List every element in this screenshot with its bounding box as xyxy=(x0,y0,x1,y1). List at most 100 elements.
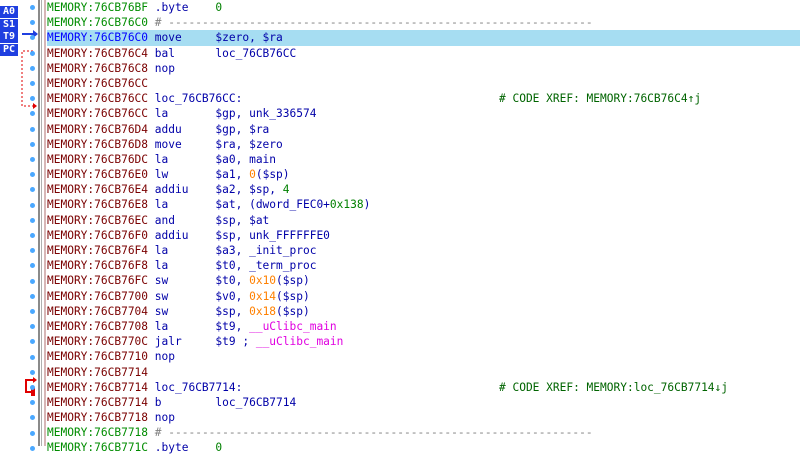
mnemonic: nop xyxy=(148,411,216,425)
operand: $t0, _term_proc xyxy=(215,259,317,273)
breakpoint-dot[interactable] xyxy=(30,96,35,102)
listing-row[interactable]: MEMORY:76CB76D8 move $ra, $zero xyxy=(47,137,800,152)
listing-row[interactable]: MEMORY:76CB76DC la $a0, main xyxy=(47,152,800,167)
listing-row[interactable]: MEMORY:76CB76EC and $sp, $at xyxy=(47,213,800,228)
mnemonic: la xyxy=(148,319,216,333)
breakpoint-dot[interactable] xyxy=(30,248,35,254)
address-label: MEMORY:76CB76C0 xyxy=(47,16,149,30)
listing-row[interactable]: MEMORY:76CB76E4 addiu $a2, $sp, 4 xyxy=(47,182,800,197)
address-label: MEMORY:76CB7704 xyxy=(47,304,149,318)
listing-row[interactable]: MEMORY:76CB7700 sw $v0, 0x14($sp) xyxy=(47,289,800,304)
breakpoint-dot[interactable] xyxy=(30,217,35,223)
breakpoint-dot[interactable] xyxy=(30,415,35,421)
address-label: MEMORY:76CB7700 xyxy=(47,289,149,303)
operand: $gp, unk_336574 xyxy=(215,107,317,121)
listing-row[interactable]: MEMORY:76CB770C jalr $t9 ; __uClibc_main xyxy=(47,334,800,349)
operand: $at, (dword_FEC0+ xyxy=(215,198,330,212)
listing-row[interactable]: MEMORY:76CB76E0 lw $a1, 0($sp) xyxy=(47,167,800,182)
breakpoint-dot[interactable] xyxy=(30,263,35,269)
operand: 0x10 xyxy=(249,274,277,288)
operand: $a2, $sp, xyxy=(215,183,283,197)
operand: 0x18 xyxy=(249,304,277,318)
mnemonic: and xyxy=(148,213,216,227)
operand: $sp, $at xyxy=(215,213,270,227)
breakpoint-dot[interactable] xyxy=(30,126,35,132)
address-label: MEMORY:76CB76CC xyxy=(47,107,149,121)
operand: ) xyxy=(363,198,371,212)
listing-row[interactable]: MEMORY:76CB76E8 la $at, (dword_FEC0+0x13… xyxy=(47,197,800,212)
listing-row[interactable]: MEMORY:76CB7710 nop xyxy=(47,349,800,364)
breakpoint-dot[interactable] xyxy=(30,430,35,436)
listing-row[interactable]: MEMORY:76CB76BF .byte 0 xyxy=(47,0,800,15)
listing-row[interactable]: MEMORY:76CB7714 xyxy=(47,365,800,380)
address-label: MEMORY:76CB76F8 xyxy=(47,259,149,273)
breakpoint-dot[interactable] xyxy=(30,369,35,375)
address-label: MEMORY:76CB76E4 xyxy=(47,183,149,197)
operand: $t9 ; xyxy=(215,335,256,349)
breakpoint-dot[interactable] xyxy=(30,354,35,360)
breakpoint-dot[interactable] xyxy=(30,309,35,314)
operand: ($sp) xyxy=(276,289,310,303)
listing-row[interactable]: MEMORY:76CB76CC loc_76CB76CC:# CODE XREF… xyxy=(47,91,800,106)
register-marker-s1: S1 xyxy=(0,18,18,31)
mnemonic: .byte xyxy=(148,441,216,455)
listing-row[interactable]: MEMORY:76CB7714 loc_76CB7714:# CODE XREF… xyxy=(47,380,800,395)
operand: 0x138 xyxy=(329,198,364,212)
listing-row[interactable]: MEMORY:76CB76C0 move $zero, $ra xyxy=(47,30,800,46)
mnemonic: addu xyxy=(148,122,216,136)
operand: $sp, unk_FFFFFFE0 xyxy=(215,228,330,242)
listing-row[interactable]: MEMORY:76CB76F0 addiu $sp, unk_FFFFFFE0 xyxy=(47,228,800,243)
breakpoint-dot[interactable] xyxy=(30,111,35,117)
listing-row[interactable]: MEMORY:76CB76C8 nop xyxy=(47,61,800,76)
listing-row[interactable]: MEMORY:76CB7718 nop xyxy=(47,410,800,425)
breakpoint-dot[interactable] xyxy=(30,187,35,193)
address-label: MEMORY:76CB770C xyxy=(47,335,149,349)
breakpoint-dot[interactable] xyxy=(30,35,35,41)
breakpoint-dot[interactable] xyxy=(30,141,35,147)
mnemonic: addiu xyxy=(148,228,216,242)
breakpoint-dot[interactable] xyxy=(30,233,35,238)
breakpoint-dot[interactable] xyxy=(30,324,35,330)
breakpoint-dot[interactable] xyxy=(30,81,35,86)
breakpoint-dot[interactable] xyxy=(30,202,35,208)
address-label: MEMORY:76CB76D4 xyxy=(47,122,149,136)
breakpoint-dot[interactable] xyxy=(30,385,35,390)
listing-row[interactable]: MEMORY:76CB76CC la $gp, unk_336574 xyxy=(47,106,800,121)
listing-row[interactable]: MEMORY:76CB76F4 la $a3, _init_proc xyxy=(47,243,800,258)
register-marker-a0: A0 xyxy=(0,6,18,18)
listing-row[interactable]: MEMORY:76CB7708 la $t9, __uClibc_main xyxy=(47,319,800,334)
listing-row[interactable]: MEMORY:76CB7714 b loc_76CB7714 xyxy=(47,395,800,410)
listing-row[interactable]: MEMORY:76CB76CC xyxy=(47,76,800,91)
mnemonic: la xyxy=(148,107,216,121)
listing-row[interactable]: MEMORY:76CB7718 # ----------------------… xyxy=(47,425,800,440)
operand: 0 xyxy=(249,168,256,182)
breakpoint-dot[interactable] xyxy=(30,339,35,345)
operand: ($sp) xyxy=(255,168,290,182)
breakpoint-dot[interactable] xyxy=(30,400,35,406)
address-label: MEMORY:76CB76F4 xyxy=(47,244,149,257)
listing-row[interactable]: MEMORY:76CB771C .byte 0 xyxy=(47,440,800,455)
listing-row[interactable]: MEMORY:76CB76FC sw $t0, 0x10($sp) xyxy=(47,273,800,288)
address-label: MEMORY:76CB76E0 xyxy=(47,168,149,182)
breakpoint-dot[interactable] xyxy=(30,278,35,284)
listing-row[interactable]: MEMORY:76CB7704 sw $sp, 0x18($sp) xyxy=(47,304,800,319)
breakpoint-dot[interactable] xyxy=(30,50,35,56)
breakpoint-dot[interactable] xyxy=(30,172,35,178)
breakpoint-dot[interactable] xyxy=(30,157,35,162)
address-label: MEMORY:76CB76BF xyxy=(47,1,149,14)
breakpoint-dot[interactable] xyxy=(30,5,35,10)
operand: $a0, main xyxy=(215,152,277,166)
listing-row[interactable]: MEMORY:76CB76C0 # ----------------------… xyxy=(47,15,800,30)
operand: ($sp) xyxy=(276,304,310,318)
listing-row[interactable]: MEMORY:76CB76F8 la $t0, _term_proc xyxy=(47,258,800,273)
breakpoint-dot[interactable] xyxy=(30,20,35,26)
breakpoint-dot[interactable] xyxy=(30,445,35,451)
breakpoint-dot[interactable] xyxy=(30,293,35,299)
listing-row[interactable]: MEMORY:76CB76C4 bal loc_76CB76CC xyxy=(47,46,800,61)
breakpoint-dot[interactable] xyxy=(30,65,35,71)
mnemonic: lw xyxy=(148,168,216,182)
mnemonic: move xyxy=(148,137,216,151)
listing-row[interactable]: MEMORY:76CB76D4 addu $gp, $ra xyxy=(47,122,800,137)
operand: # --------------------------------------… xyxy=(154,426,593,440)
